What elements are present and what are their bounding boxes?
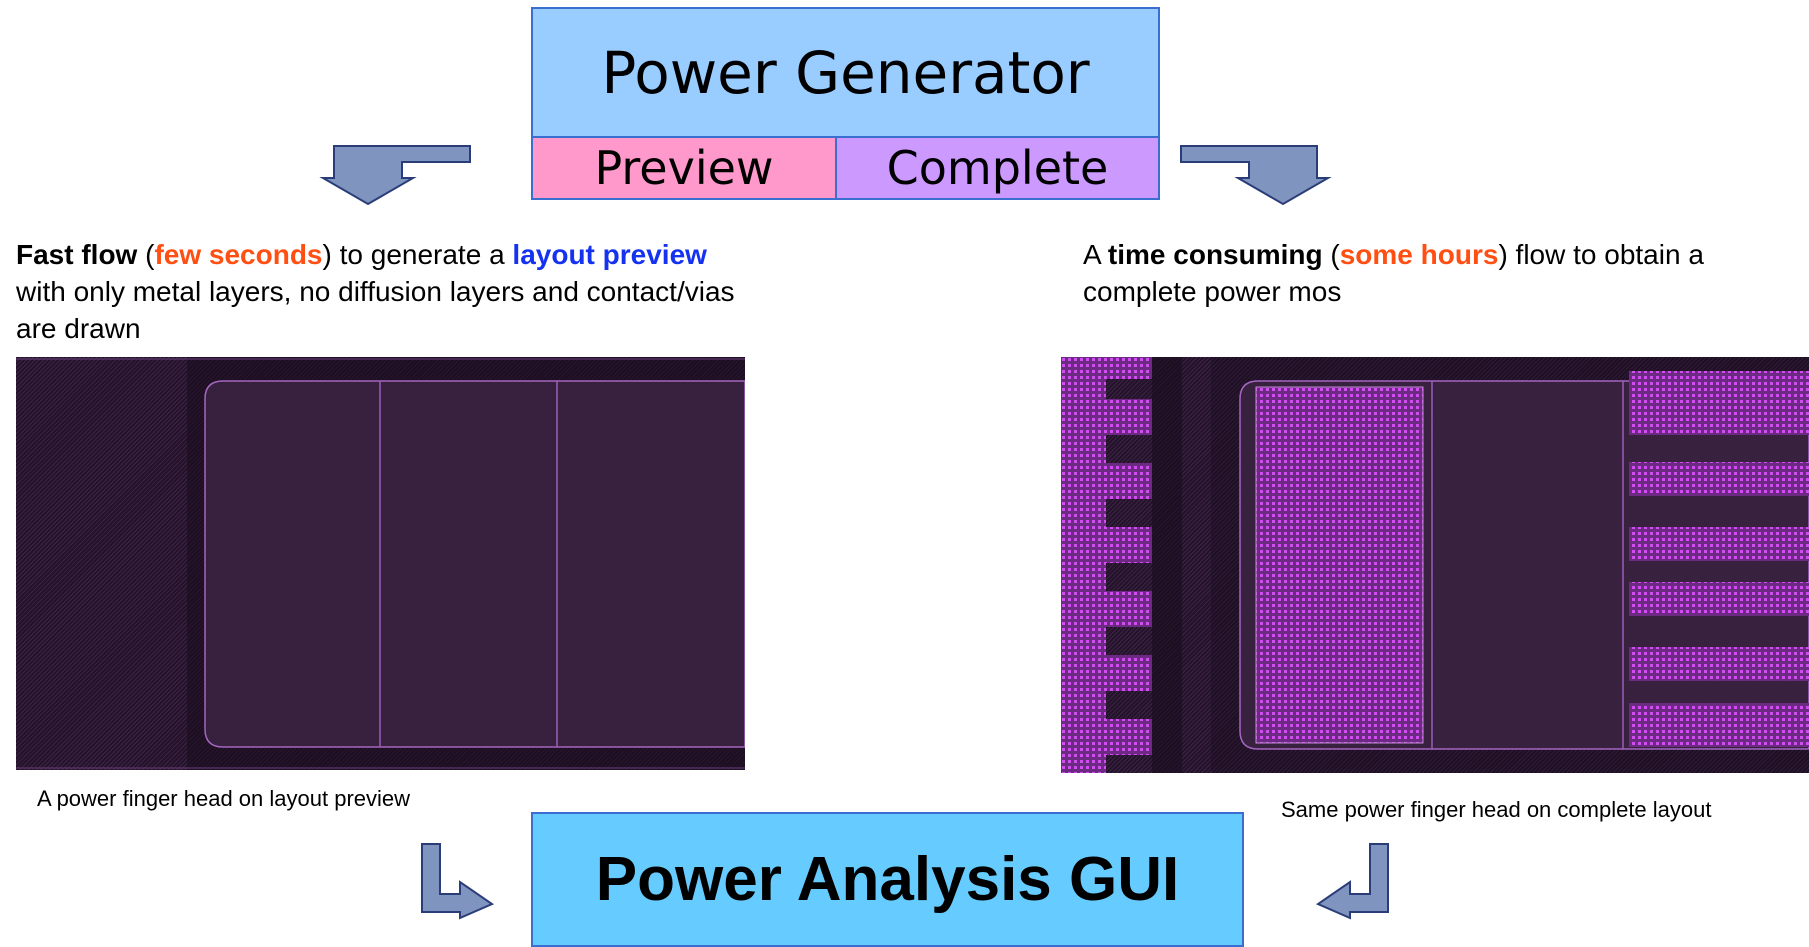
right-turn-arrow-icon <box>1315 843 1389 920</box>
power-analysis-gui-title: Power Analysis GUI <box>595 845 1180 914</box>
desc-text: A <box>1083 239 1108 270</box>
preview-flow-description: Fast flow (few seconds) to generate a la… <box>16 236 736 347</box>
desc-text: ) to generate a <box>322 239 513 270</box>
time-consuming-text: time consuming <box>1107 239 1323 270</box>
preview-label: Preview <box>594 141 774 195</box>
preview-layout-caption: A power finger head on layout preview <box>37 786 411 811</box>
complete-label: Complete <box>886 141 1109 195</box>
desc-text: ( <box>137 239 155 270</box>
power-generator-box: Power Generator <box>531 7 1160 138</box>
complete-box: Complete <box>835 136 1160 200</box>
complete-flow-description: A time consuming (some hours) flow to ob… <box>1083 236 1723 310</box>
desc-text: ) flow to obtain a complete power mos <box>1083 239 1704 307</box>
right-down-arrow-icon <box>1180 145 1332 206</box>
power-analysis-gui-box: Power Analysis GUI <box>531 812 1244 947</box>
layout-preview-text: layout preview <box>512 239 707 270</box>
preview-box: Preview <box>531 136 837 200</box>
some-hours-text: some hours <box>1339 239 1499 270</box>
complete-layout-caption: Same power finger head on complete layou… <box>1281 797 1712 822</box>
few-seconds-text: few seconds <box>154 239 323 270</box>
desc-text: ( <box>1322 239 1340 270</box>
left-turn-arrow-icon <box>421 843 495 920</box>
complete-layout-image <box>1061 357 1809 773</box>
preview-layout-image <box>16 357 745 770</box>
left-down-arrow-icon <box>319 145 471 206</box>
power-generator-title: Power Generator <box>601 38 1090 107</box>
desc-text: with only metal layers, no diffusion lay… <box>16 276 735 344</box>
fast-flow-text: Fast flow <box>16 239 138 270</box>
